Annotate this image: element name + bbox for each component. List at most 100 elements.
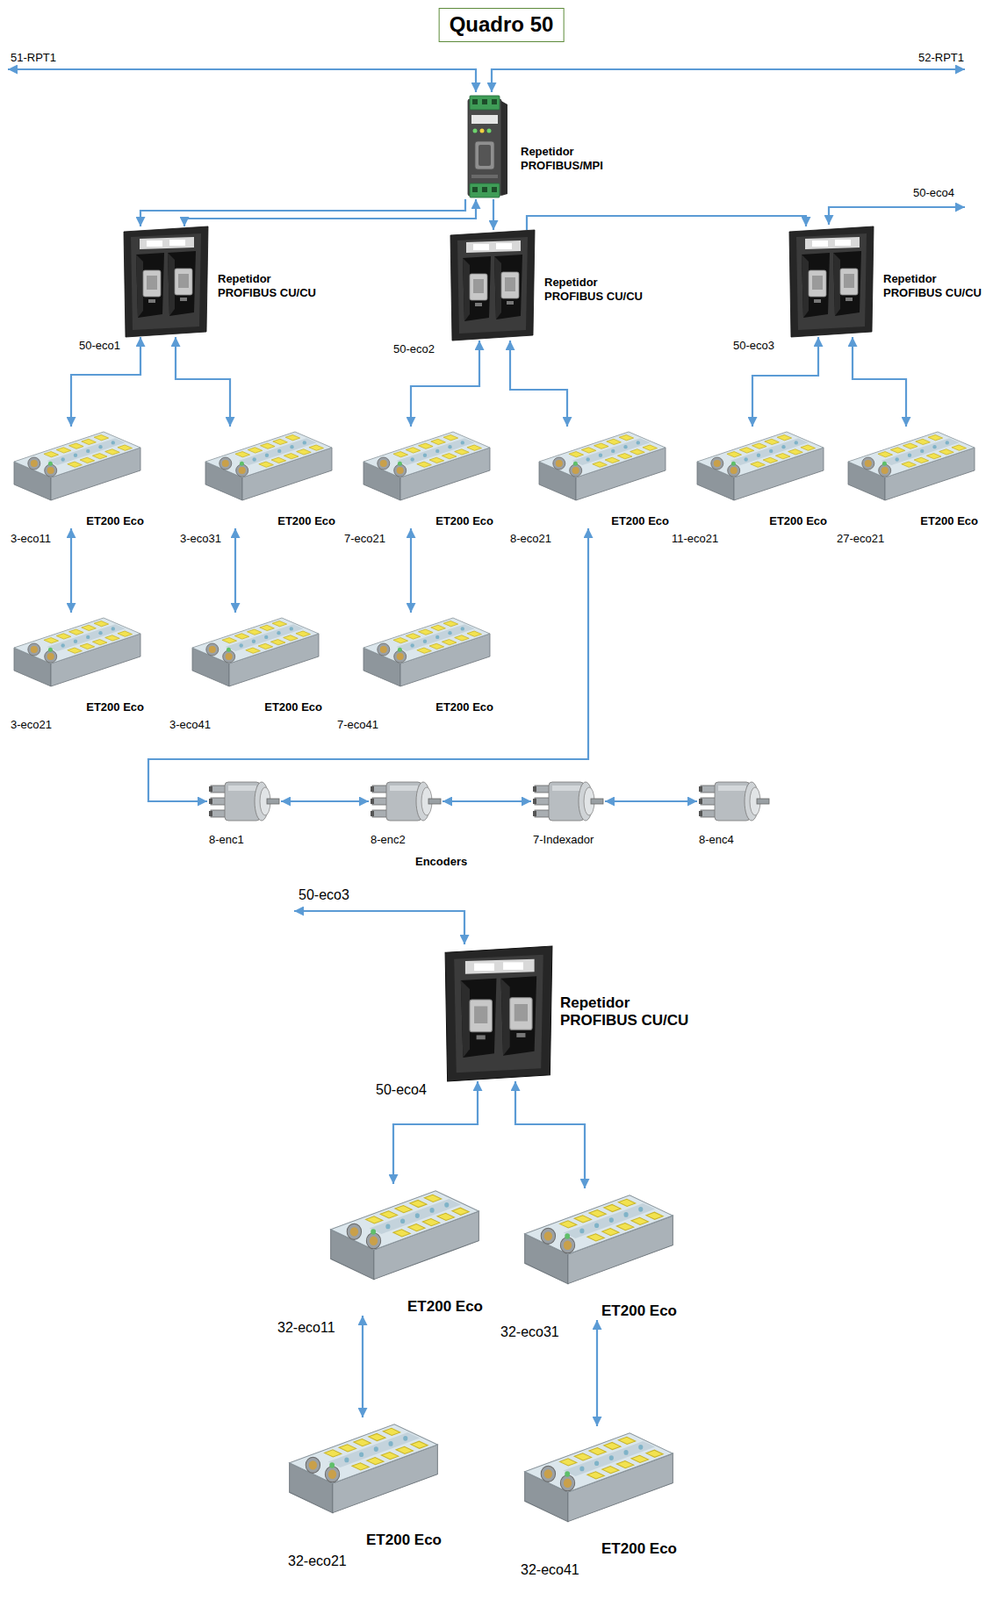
device-shape xyxy=(222,460,230,468)
device-shape xyxy=(14,431,141,478)
device-shape xyxy=(206,643,219,656)
device-shape xyxy=(295,631,311,637)
device-shape xyxy=(346,1223,361,1240)
device-shape xyxy=(363,618,490,664)
device-shape xyxy=(482,187,488,193)
device-shape xyxy=(259,625,275,631)
device-shape xyxy=(28,643,41,656)
mpi-repeater: Repetidor PROFIBUS/MPI xyxy=(459,93,511,200)
device-shape xyxy=(309,1460,317,1470)
et200-module: ET200 Eco3-eco11 xyxy=(10,426,144,529)
device-shape xyxy=(380,460,388,468)
device-shape xyxy=(882,461,887,467)
device-shape xyxy=(602,1467,619,1475)
device-shape xyxy=(396,467,404,475)
device-shape xyxy=(79,457,95,463)
device-shape xyxy=(739,447,755,454)
bus-connector xyxy=(526,215,806,231)
text-anchor: 11-eco21 xyxy=(671,532,719,547)
device-shape xyxy=(223,650,236,663)
device-picture xyxy=(370,782,441,821)
device-shape xyxy=(618,1199,635,1207)
device-shape xyxy=(473,279,484,294)
text-anchor: 32-eco11 xyxy=(277,1319,336,1337)
device-shape xyxy=(208,646,216,654)
text-anchor: 8-enc1 xyxy=(208,833,245,848)
text-anchor: ET200 Eco xyxy=(366,1532,442,1550)
device-shape xyxy=(478,144,491,166)
device-shape xyxy=(81,625,97,631)
device-shape xyxy=(44,464,58,477)
device-shape xyxy=(394,464,407,477)
device-shape xyxy=(552,785,581,792)
device-shape xyxy=(473,129,478,134)
device-shape xyxy=(812,240,828,247)
device-shape xyxy=(469,183,500,198)
label-anchor: Encoders xyxy=(415,855,468,870)
device-shape xyxy=(525,1433,674,1493)
device-shape xyxy=(945,440,950,445)
device-illustration xyxy=(693,426,828,529)
device-shape xyxy=(402,1436,408,1442)
device-label: ET200 Eco xyxy=(611,514,670,529)
bus-connector xyxy=(148,528,589,802)
device-name: 8-enc4 xyxy=(698,833,734,848)
text-anchor: ET200 Eco xyxy=(86,514,144,529)
device-name: 32-eco21 xyxy=(287,1553,347,1570)
cu-repeater: Repetidor PROFIBUS CU/CU50-eco4 xyxy=(440,946,557,1082)
device-shape xyxy=(555,460,563,468)
device-shape xyxy=(700,785,717,793)
device-shape xyxy=(393,638,409,644)
device-shape xyxy=(424,1194,441,1202)
device-name: 8-enc1 xyxy=(208,833,245,848)
device-shape xyxy=(234,633,250,640)
device-illustration xyxy=(535,426,670,529)
device-shape xyxy=(460,978,497,1058)
device-shape xyxy=(631,1217,648,1225)
device-shape xyxy=(123,226,209,338)
device-label: Repetidor PROFIBUS CU/CU xyxy=(883,272,986,300)
device-shape xyxy=(762,457,778,463)
device-shape xyxy=(833,251,862,317)
label-anchor: 50-eco3 xyxy=(298,886,350,904)
device-shape xyxy=(616,1223,634,1231)
bus-connector xyxy=(510,340,568,427)
device-shape xyxy=(794,440,799,445)
device-shape xyxy=(901,461,917,468)
device-shape xyxy=(60,643,65,648)
device-shape xyxy=(594,1223,599,1229)
device-shape xyxy=(465,959,535,975)
device-shape xyxy=(638,1445,643,1451)
device-shape xyxy=(727,464,741,477)
device-shape xyxy=(454,449,470,455)
device-shape xyxy=(429,643,445,649)
device-illustration xyxy=(520,1188,677,1321)
device-shape xyxy=(491,187,497,193)
device-shape xyxy=(369,1237,378,1246)
device-picture xyxy=(539,431,666,501)
device-shape xyxy=(69,443,85,449)
device-picture xyxy=(698,782,770,821)
device-shape xyxy=(167,251,196,317)
text-anchor: 8-enc2 xyxy=(370,833,406,848)
device-shape xyxy=(208,798,213,805)
label-anchor: 51-RPT1 xyxy=(10,50,57,65)
device-label: ET200 Eco xyxy=(86,700,144,715)
device-shape xyxy=(638,1207,643,1213)
device-label: ET200 Eco xyxy=(366,1532,442,1550)
device-shape xyxy=(328,1432,421,1468)
device-shape xyxy=(117,445,133,451)
text-anchor: 3-eco11 xyxy=(10,532,51,547)
bus-connector xyxy=(515,1081,585,1189)
device-shape xyxy=(611,449,615,454)
device-shape xyxy=(609,1217,614,1224)
device-name: 7-Indexador xyxy=(532,833,594,848)
device-shape xyxy=(167,252,175,317)
device-shape xyxy=(813,299,821,303)
device-shape xyxy=(372,810,389,818)
device-name: 50-eco1 xyxy=(79,338,121,353)
device-shape xyxy=(410,643,414,648)
bus-label: 50-eco4 xyxy=(913,186,955,201)
device-shape xyxy=(47,624,126,652)
device-shape xyxy=(756,453,761,457)
